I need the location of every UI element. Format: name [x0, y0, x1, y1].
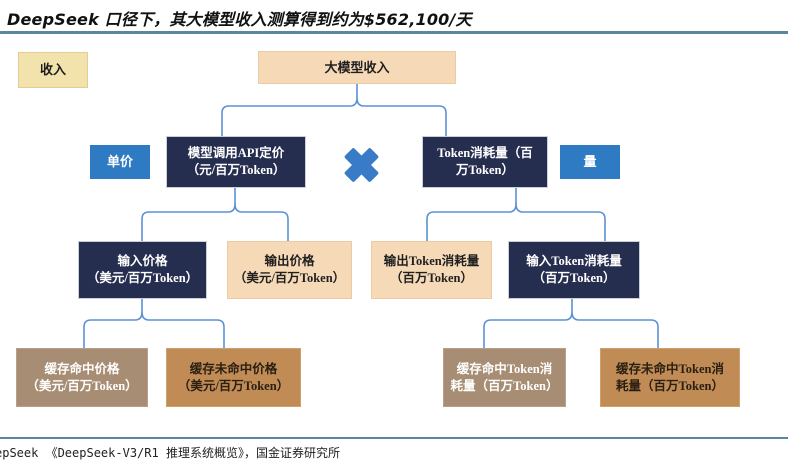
legend-revenue: 收入 [18, 52, 88, 88]
node-cache-hit-price-line2: （美元/百万Token） [26, 378, 138, 393]
page-title: DeepSeek 口径下，其大模型收入测算得到约为$562,100/天 [7, 10, 472, 29]
label-unit-price: 单价 [90, 145, 150, 179]
connector-root-brace [221, 97, 447, 137]
node-input-token-usage: 输入Token消耗量 （百万Token） [508, 241, 640, 299]
node-input-token-usage-line2: （百万Token） [532, 271, 616, 285]
node-cache-miss-price-line1: 缓存未命中价格 [189, 361, 278, 376]
multiply-icon [344, 148, 379, 182]
node-root-revenue: 大模型收入 [258, 51, 456, 84]
label-quantity-text: 量 [583, 154, 597, 170]
node-cache-hit-price: 缓存命中价格 （美元/百万Token） [16, 348, 148, 407]
node-api-price-line2: （元/百万Token） [186, 163, 286, 177]
node-cache-miss-token-usage: 缓存未命中Token消 耗量（百万Token） [600, 348, 740, 407]
node-cache-hit-price-line1: 缓存命中价格 [44, 361, 120, 376]
legend-revenue-label: 收入 [39, 62, 66, 78]
connector-apiprice-brace [141, 203, 289, 242]
node-cache-miss-price: 缓存未命中价格 （美元/百万Token） [166, 348, 301, 407]
node-cache-miss-token-usage-line1: 缓存未命中Token消 [616, 361, 724, 376]
source-note-text: epSeek 《DeepSeek-V3/R1 推理系统概览》，国金证券研究所 [0, 446, 340, 460]
node-cache-hit-token-usage-line1: 缓存命中Token消 [456, 361, 553, 376]
source-divider [0, 437, 788, 439]
connector-inputprice-brace [83, 311, 225, 349]
node-root-revenue-label: 大模型收入 [324, 59, 390, 75]
node-output-token-usage-line2: （百万Token） [390, 271, 473, 285]
node-output-price-line2: （美元/百万Token） [233, 271, 346, 285]
node-input-price: 输入价格 （美元/百万Token） [78, 241, 207, 299]
source-note: epSeek 《DeepSeek-V3/R1 推理系统概览》，国金证券研究所 [0, 444, 788, 461]
node-cache-hit-token-usage-line2: 耗量（百万Token） [450, 378, 559, 393]
node-output-token-usage-line1: 输出Token消耗量 [383, 254, 480, 269]
title-divider [0, 31, 788, 34]
node-cache-hit-token-usage: 缓存命中Token消 耗量（百万Token） [443, 348, 566, 407]
node-output-token-usage: 输出Token消耗量 （百万Token） [371, 241, 492, 299]
node-token-usage-line1: Token消耗量（百 [437, 146, 533, 161]
node-api-price-line1: 模型调用API定价 [187, 146, 285, 161]
node-input-price-line1: 输入价格 [117, 254, 168, 269]
node-input-token-usage-line1: 输入Token消耗量 [526, 254, 622, 269]
node-cache-miss-token-usage-line2: 耗量（百万Token） [616, 378, 724, 393]
node-token-usage-line2: 万Token） [456, 163, 514, 177]
label-unit-price-text: 单价 [106, 154, 133, 170]
label-quantity: 量 [560, 145, 620, 179]
node-input-price-line2: （美元/百万Token） [86, 271, 199, 285]
node-output-price-line1: 输出价格 [264, 254, 315, 269]
connector-tokenusage-brace [426, 203, 606, 242]
node-cache-miss-price-line2: （美元/百万Token） [177, 378, 290, 393]
connector-inputtoken-brace [483, 311, 659, 349]
node-output-price: 输出价格 （美元/百万Token） [227, 241, 352, 299]
node-token-usage: Token消耗量（百 万Token） [422, 136, 548, 188]
node-api-price: 模型调用API定价 （元/百万Token） [166, 136, 306, 188]
